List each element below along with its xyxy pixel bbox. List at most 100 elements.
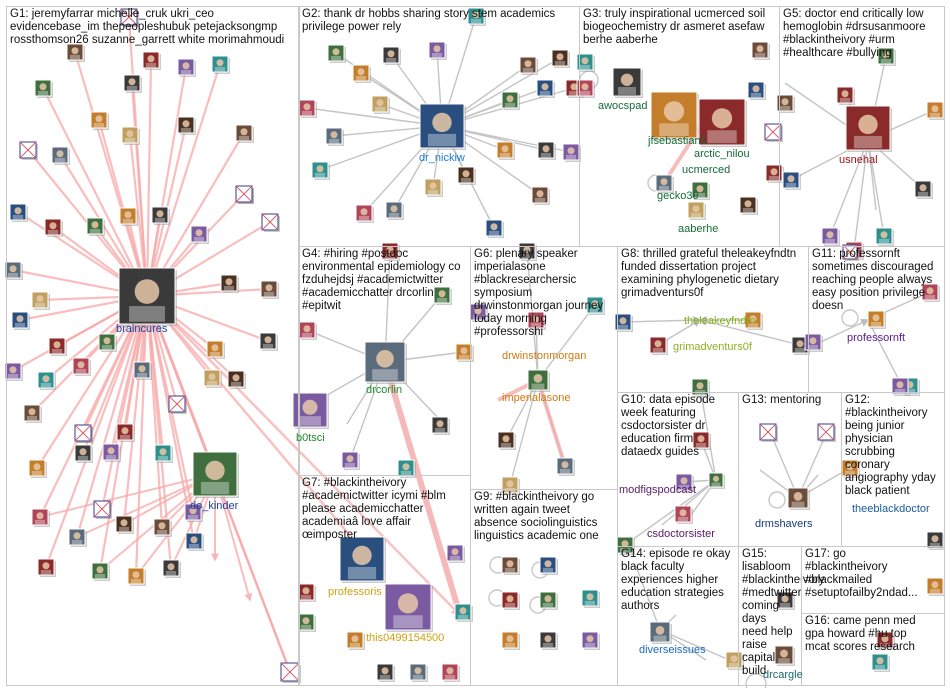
profile-avatar[interactable]	[259, 332, 278, 351]
avatar-drcargle[interactable]	[774, 645, 795, 666]
profile-avatar[interactable]	[586, 296, 605, 315]
profile-avatar[interactable]	[536, 79, 555, 98]
missing-avatar-icon[interactable]	[19, 141, 38, 160]
profile-avatar[interactable]	[44, 218, 63, 237]
missing-avatar-icon[interactable]	[261, 213, 280, 232]
profile-avatar[interactable]	[821, 227, 840, 246]
profile-avatar[interactable]	[562, 143, 581, 162]
profile-avatar[interactable]	[527, 311, 546, 330]
profile-avatar[interactable]	[355, 204, 374, 223]
profile-avatar[interactable]	[551, 49, 570, 68]
profile-avatar[interactable]	[37, 558, 56, 577]
profile-avatar[interactable]	[385, 201, 404, 220]
profile-avatar[interactable]	[154, 444, 173, 463]
profile-avatar[interactable]	[115, 515, 134, 534]
profile-avatar[interactable]	[765, 164, 784, 183]
avatar-g16[interactable]	[876, 631, 895, 650]
profile-avatar[interactable]	[90, 111, 109, 130]
profile-avatar[interactable]	[327, 44, 346, 63]
profile-avatar[interactable]	[153, 518, 172, 537]
profile-avatar[interactable]	[382, 46, 401, 65]
avatar-g15[interactable]	[776, 591, 795, 610]
profile-avatar[interactable]	[325, 127, 344, 146]
profile-avatar[interactable]	[74, 444, 93, 463]
profile-avatar[interactable]	[518, 242, 537, 261]
profile-avatar[interactable]	[31, 291, 50, 310]
missing-avatar-icon[interactable]	[842, 244, 859, 261]
profile-avatar[interactable]	[791, 336, 810, 355]
profile-avatar[interactable]	[576, 79, 595, 98]
profile-avatar[interactable]	[51, 146, 70, 165]
profile-avatar[interactable]	[177, 58, 196, 77]
profile-avatar[interactable]	[751, 41, 770, 60]
profile-avatar[interactable]	[260, 280, 279, 299]
avatar-g17[interactable]	[926, 577, 945, 596]
profile-avatar[interactable]	[346, 631, 365, 650]
profile-avatar[interactable]	[190, 225, 209, 244]
profile-avatar[interactable]	[298, 99, 317, 118]
profile-avatar[interactable]	[121, 126, 140, 145]
profile-avatar[interactable]	[28, 459, 47, 478]
profile-avatar[interactable]	[614, 313, 633, 332]
profile-avatar[interactable]	[496, 141, 515, 160]
avatar-professoris[interactable]	[339, 536, 386, 583]
hub-avatar-do-kinder[interactable]	[192, 451, 239, 498]
profile-avatar[interactable]	[457, 166, 476, 185]
hub-avatar-braincures[interactable]	[118, 267, 177, 326]
profile-avatar[interactable]	[227, 370, 246, 389]
profile-avatar[interactable]	[501, 631, 520, 650]
profile-avatar[interactable]	[616, 536, 635, 555]
avatar-awocspad[interactable]	[612, 67, 643, 98]
avatar-modfigspodcast[interactable]	[675, 473, 694, 492]
profile-avatar[interactable]	[581, 589, 600, 608]
hub-avatar-drcorlin[interactable]	[364, 341, 407, 384]
profile-avatar[interactable]	[48, 337, 67, 356]
profile-avatar[interactable]	[127, 567, 146, 586]
profile-avatar[interactable]	[211, 55, 230, 74]
profile-avatar[interactable]	[519, 56, 538, 75]
profile-avatar[interactable]	[23, 404, 42, 423]
missing-avatar-icon[interactable]	[280, 662, 301, 683]
profile-avatar[interactable]	[441, 663, 460, 682]
missing-avatar-icon[interactable]	[120, 8, 139, 27]
avatar-arctic-nilou[interactable]	[698, 98, 747, 147]
profile-avatar[interactable]	[497, 431, 516, 450]
missing-avatar-icon[interactable]	[235, 185, 254, 204]
profile-avatar[interactable]	[454, 603, 473, 622]
profile-avatar[interactable]	[381, 242, 400, 261]
missing-avatar-icon[interactable]	[759, 423, 778, 442]
avatar-hub-g10[interactable]	[708, 472, 725, 489]
profile-avatar[interactable]	[72, 357, 91, 376]
avatar-csdoctorsister[interactable]	[674, 505, 693, 524]
profile-avatar[interactable]	[298, 321, 317, 340]
profile-avatar[interactable]	[914, 180, 933, 199]
profile-avatar[interactable]	[311, 161, 330, 180]
profile-avatar[interactable]	[877, 47, 896, 66]
profile-avatar[interactable]	[142, 51, 161, 70]
missing-avatar-icon[interactable]	[93, 500, 112, 519]
profile-avatar[interactable]	[86, 217, 105, 236]
hub-avatar-dr-nickiw[interactable]	[419, 103, 466, 150]
profile-avatar[interactable]	[655, 174, 674, 193]
profile-avatar[interactable]	[537, 141, 556, 160]
profile-avatar[interactable]	[4, 362, 23, 381]
avatar-diverseissues[interactable]	[649, 621, 672, 644]
profile-avatar[interactable]	[431, 416, 450, 435]
avatar-drmshavers[interactable]	[787, 487, 810, 510]
profile-avatar[interactable]	[119, 207, 138, 226]
profile-avatar[interactable]	[376, 663, 395, 682]
profile-avatar[interactable]	[397, 459, 416, 478]
profile-avatar[interactable]	[68, 528, 87, 547]
profile-avatar[interactable]	[926, 101, 945, 120]
profile-avatar[interactable]	[220, 274, 239, 293]
profile-avatar[interactable]	[841, 459, 860, 478]
profile-avatar[interactable]	[424, 178, 443, 197]
profile-avatar[interactable]	[433, 286, 452, 305]
profile-avatar[interactable]	[539, 631, 558, 650]
profile-avatar[interactable]	[9, 203, 28, 222]
profile-avatar[interactable]	[836, 86, 855, 105]
profile-avatar[interactable]	[428, 41, 447, 60]
profile-avatar[interactable]	[98, 333, 117, 352]
profile-avatar[interactable]	[556, 457, 575, 476]
profile-avatar[interactable]	[692, 431, 711, 450]
